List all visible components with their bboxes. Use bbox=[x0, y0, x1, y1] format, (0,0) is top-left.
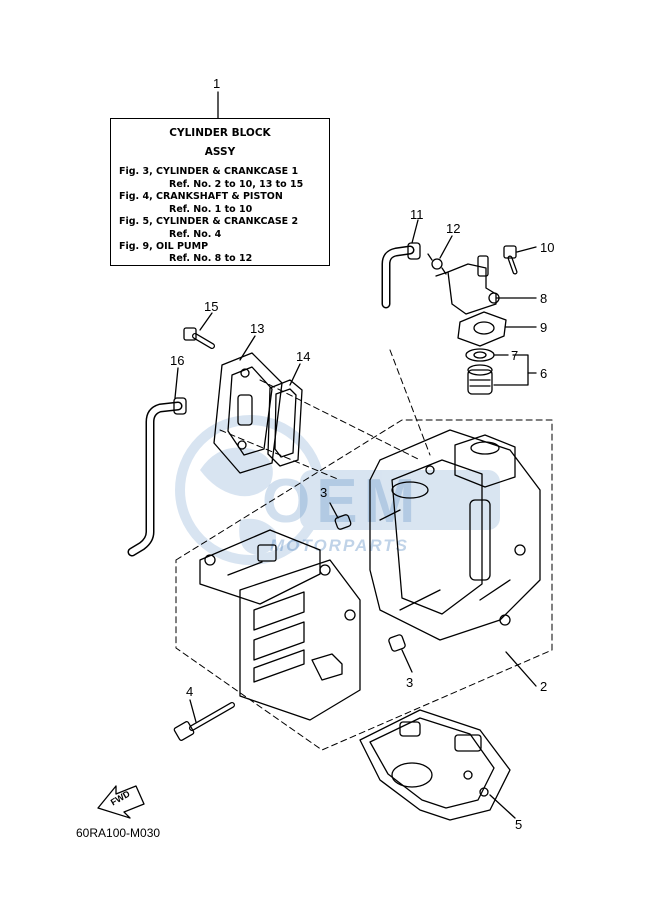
callout-5: 5 bbox=[515, 817, 523, 832]
assembly-info-box: CYLINDER BLOCK ASSY Fig. 3, CYLINDER & C… bbox=[110, 118, 330, 266]
info-line: Fig. 5, CYLINDER & CRANKCASE 2 bbox=[119, 216, 299, 227]
callout-3: 3 bbox=[406, 675, 414, 690]
callout-9: 9 bbox=[540, 320, 548, 335]
callout-2: 2 bbox=[540, 679, 548, 694]
info-line: Fig. 3, CYLINDER & CRANKCASE 1 bbox=[119, 166, 299, 177]
callout-16: 16 bbox=[170, 353, 185, 368]
callout-4: 4 bbox=[186, 684, 194, 699]
callout-13: 13 bbox=[250, 321, 265, 336]
callout-3: 3 bbox=[320, 485, 328, 500]
callout-15: 15 bbox=[204, 299, 219, 314]
info-subtitle: ASSY bbox=[204, 146, 236, 158]
info-line: Ref. No. 2 to 10, 13 to 15 bbox=[169, 179, 304, 190]
watermark-sub: MOTORPARTS bbox=[270, 536, 410, 555]
callout-8: 8 bbox=[540, 291, 548, 306]
callout-7: 7 bbox=[511, 348, 519, 363]
info-line: Ref. No. 8 to 12 bbox=[169, 253, 253, 264]
info-line: Fig. 9, OIL PUMP bbox=[119, 241, 209, 252]
info-line: Ref. No. 1 to 10 bbox=[169, 204, 253, 215]
callout-6: 6 bbox=[540, 366, 548, 381]
info-line: Ref. No. 4 bbox=[169, 229, 222, 240]
info-title: CYLINDER BLOCK bbox=[169, 127, 271, 139]
callout-12: 12 bbox=[446, 221, 461, 236]
callout-11: 11 bbox=[410, 207, 424, 222]
info-line: Fig. 4, CRANKSHAFT & PISTON bbox=[119, 191, 283, 202]
callout-10: 10 bbox=[540, 240, 555, 255]
callout-14: 14 bbox=[296, 349, 311, 364]
callout-1: 1 bbox=[213, 76, 221, 91]
watermark-brand: OEM bbox=[262, 467, 422, 536]
diagram-code: 60RA100-M030 bbox=[76, 826, 161, 840]
